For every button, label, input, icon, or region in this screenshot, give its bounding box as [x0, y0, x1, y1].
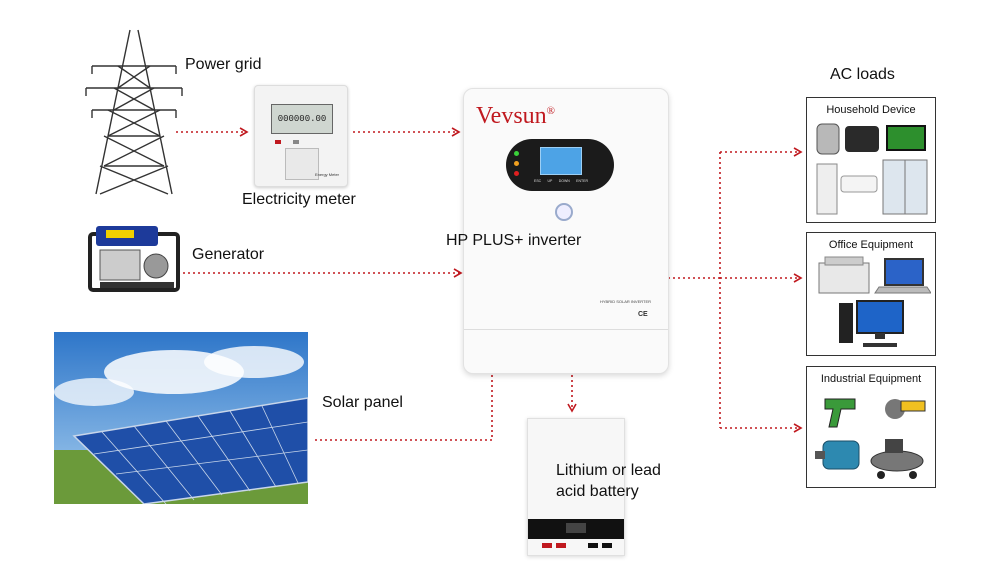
meter-plate: Energy Meter: [315, 172, 340, 177]
power-switch-icon: [555, 203, 573, 221]
battery-label-line2: acid battery: [556, 483, 639, 500]
meter-display: 000000.00: [271, 104, 333, 134]
office-equipment-title: Office Equipment: [828, 239, 914, 251]
ac-loads-label: AC loads: [830, 66, 895, 83]
industrial-equipment-box: Industrial Equipment: [806, 366, 936, 488]
generator-label: Generator: [192, 246, 265, 263]
up-button[interactable]: UP: [547, 179, 553, 183]
arrow-solar-to-inverter: [315, 344, 497, 441]
inverter-control-panel: ESC UP DOWN ENTER: [506, 139, 614, 191]
office-equipment-icon: [818, 256, 931, 347]
power-tower-icon: [85, 29, 183, 195]
inverter-label: HP PLUS+ inverter: [446, 232, 582, 249]
inverter-model-plate: HYBRID SOLAR INVERTER: [600, 299, 652, 304]
meter-terminal-cover: [285, 148, 319, 180]
inverter-brand: Vevsun®: [476, 103, 556, 129]
inverter-buttons: ESC UP DOWN ENTER: [534, 179, 588, 183]
battery-terminal-positive-icon: [542, 543, 552, 548]
industrial-equipment-title: Industrial Equipment: [820, 373, 922, 385]
generator-icon: [88, 226, 180, 292]
led-green-icon: [514, 151, 519, 156]
solar-panel-label: Solar panel: [322, 394, 403, 411]
led-amber-icon: [514, 161, 519, 166]
household-device-box: Household Device: [806, 97, 936, 223]
battery-terminal-positive-2-icon: [556, 543, 566, 548]
solar-panel-image: [54, 332, 308, 504]
led-red-icon: [514, 171, 519, 176]
battery-label: Lithium or lead acid battery: [556, 460, 661, 502]
electricity-meter-device: 000000.00 Energy Meter: [254, 85, 348, 187]
battery-terminal-negative-2-icon: [602, 543, 612, 548]
battery-terminal-negative-icon: [588, 543, 598, 548]
inverter-divider: [464, 329, 668, 330]
household-appliances-icon: [816, 123, 928, 215]
inverter-device: Vevsun® ESC UP DOWN ENTER HYBRID SOLAR I…: [463, 88, 669, 374]
enter-button[interactable]: ENTER: [576, 179, 588, 183]
inverter-lcd: [540, 147, 582, 175]
power-grid-label: Power grid: [185, 56, 262, 73]
meter-led-2: [293, 140, 299, 144]
down-button[interactable]: DOWN: [558, 179, 570, 183]
meter-led: [275, 140, 281, 144]
battery-device: [527, 418, 625, 556]
battery-display: [566, 523, 586, 533]
esc-button[interactable]: ESC: [534, 179, 542, 183]
battery-label-line1: Lithium or lead: [556, 462, 661, 479]
ce-mark: CE: [638, 311, 648, 318]
household-device-title: Household Device: [826, 104, 916, 116]
electricity-meter-label: Electricity meter: [242, 191, 356, 208]
office-equipment-box: Office Equipment: [806, 232, 936, 356]
industrial-equipment-icon: [815, 398, 926, 479]
